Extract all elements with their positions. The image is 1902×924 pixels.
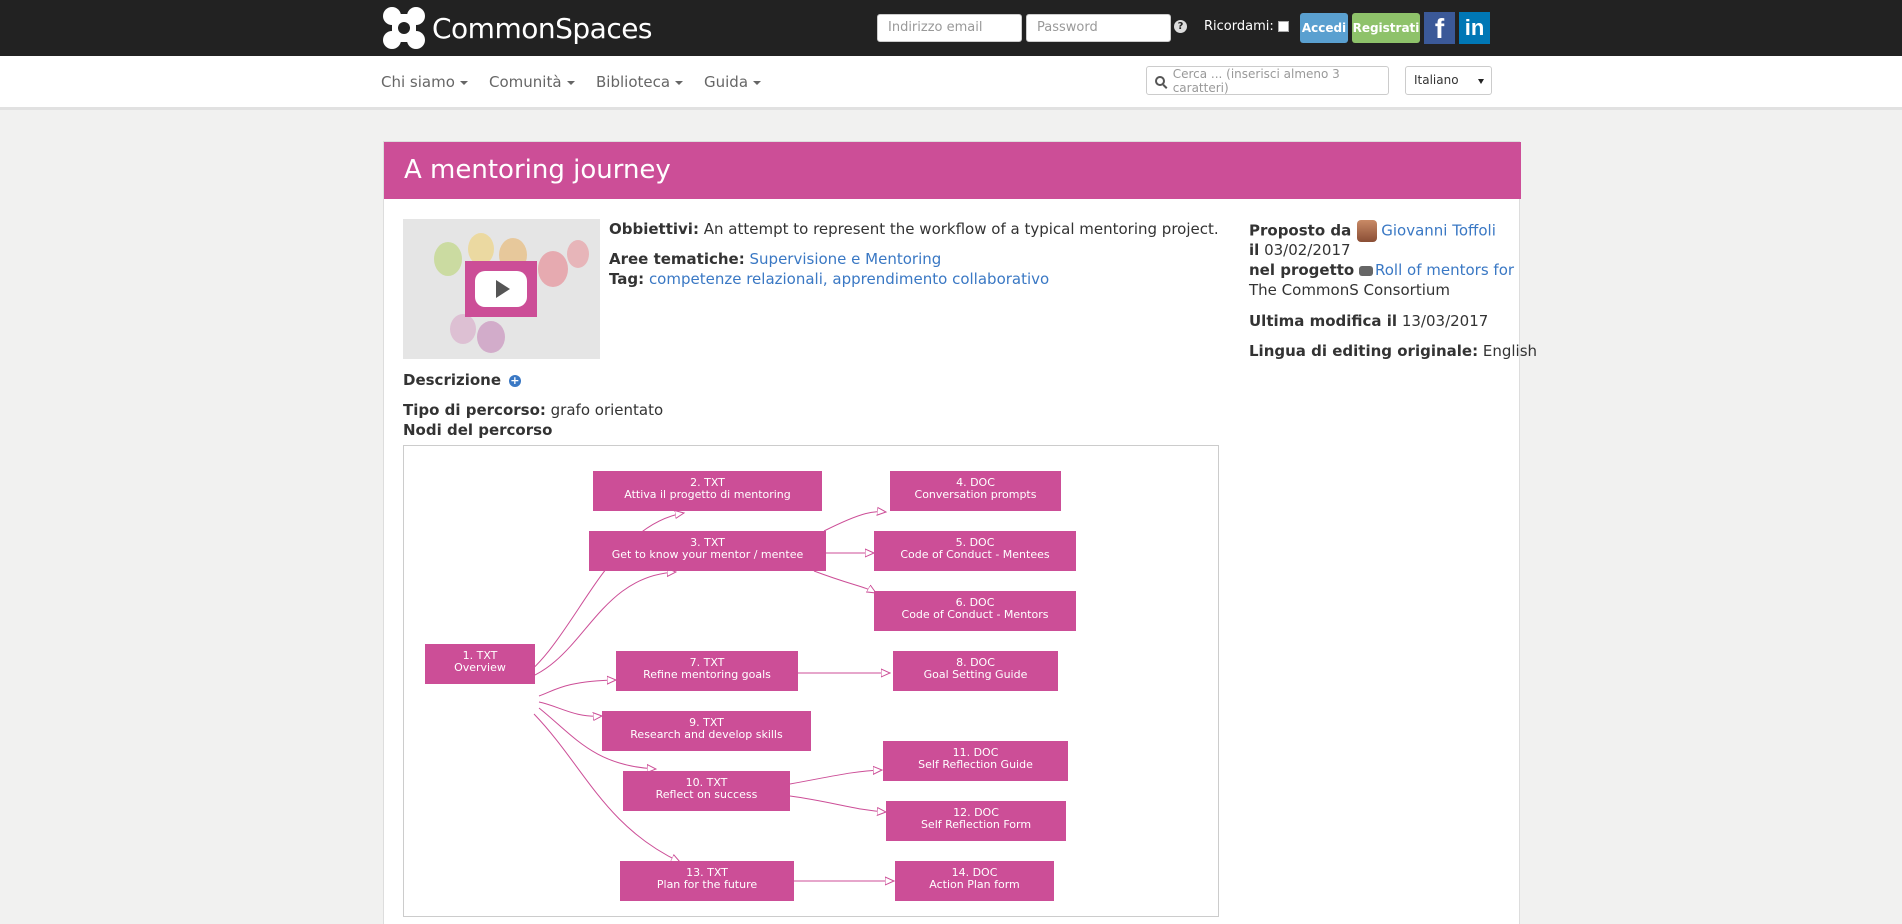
modified-value: 13/03/2017 bbox=[1401, 312, 1489, 330]
facebook-icon[interactable]: f bbox=[1424, 12, 1455, 44]
nav-item-guida[interactable]: Guida bbox=[704, 73, 762, 91]
nav-label: Guida bbox=[704, 73, 749, 91]
play-button[interactable] bbox=[465, 261, 537, 317]
brand-logo[interactable]: CommonSpaces bbox=[379, 3, 653, 53]
author-link[interactable]: Giovanni Toffoli bbox=[1381, 221, 1496, 240]
created-label: il bbox=[1249, 241, 1260, 259]
area-link[interactable]: Supervisione e Mentoring bbox=[749, 250, 942, 268]
dropdown-arrow-icon bbox=[1478, 79, 1484, 84]
objectives: Obbiettivi: An attempt to represent the … bbox=[609, 220, 1219, 238]
path-type: Tipo di percorso: grafo orientato bbox=[403, 401, 663, 419]
areas-label: Aree tematiche: bbox=[609, 250, 745, 268]
nav-item-comunita[interactable]: Comunità bbox=[489, 73, 575, 91]
hands-illustration bbox=[434, 233, 589, 353]
video-thumbnail[interactable] bbox=[403, 219, 600, 359]
caret-down-icon bbox=[459, 80, 468, 85]
nav-item-chi-siamo[interactable]: Chi siamo bbox=[381, 73, 468, 91]
original-language: Lingua di editing originale: English bbox=[1249, 342, 1537, 360]
password-field[interactable]: Password bbox=[1026, 14, 1171, 42]
language-value: Italiano bbox=[1414, 73, 1459, 87]
proposed-by: Proposto da Giovanni Toffoli bbox=[1249, 220, 1496, 242]
project: nel progetto Roll of mentors for bbox=[1249, 261, 1514, 279]
project-link-line2[interactable]: The CommonS Consortium bbox=[1249, 281, 1450, 299]
email-field[interactable]: Indirizzo email bbox=[877, 14, 1022, 42]
tags-link[interactable]: competenze relazionali, apprendimento co… bbox=[648, 270, 1050, 288]
caret-down-icon bbox=[566, 80, 575, 85]
top-bar: CommonSpaces Indirizzo email Password ? … bbox=[0, 0, 1902, 56]
plus-circle-icon[interactable]: + bbox=[508, 373, 521, 387]
page-title: A mentoring journey bbox=[384, 142, 1521, 199]
nodes-heading: Nodi del percorso bbox=[403, 421, 553, 439]
linkedin-icon[interactable]: in bbox=[1459, 12, 1490, 44]
objectives-label: Obbiettivi: bbox=[609, 220, 699, 238]
search-icon bbox=[1155, 75, 1165, 86]
thematic-areas: Aree tematiche: Supervisione e Mentoring bbox=[609, 250, 941, 268]
login-button[interactable]: Accedi bbox=[1300, 13, 1348, 43]
nav-item-biblioteca[interactable]: Biblioteca bbox=[596, 73, 684, 91]
tags: Tag: competenze relazionali, apprendimen… bbox=[609, 270, 1049, 288]
remember-label: Ricordami: bbox=[1204, 19, 1274, 34]
project-label: nel progetto bbox=[1249, 261, 1355, 279]
project-link[interactable]: Roll of mentors for bbox=[1375, 261, 1515, 279]
last-modified: Ultima modifica il 13/03/2017 bbox=[1249, 312, 1488, 330]
caret-down-icon bbox=[753, 80, 762, 85]
nav-label: Chi siamo bbox=[381, 73, 455, 91]
proposed-label: Proposto da bbox=[1249, 221, 1352, 240]
brand-name: CommonSpaces bbox=[432, 11, 653, 45]
nav-label: Comunità bbox=[489, 73, 562, 91]
search-input[interactable]: Cerca ... (inserisci almeno 3 caratteri) bbox=[1146, 66, 1389, 95]
play-icon bbox=[475, 271, 527, 307]
remember-me[interactable]: Ricordami: bbox=[1204, 19, 1289, 34]
avatar bbox=[1357, 220, 1378, 242]
logo-icon bbox=[379, 3, 429, 53]
description-label: Descrizione bbox=[403, 371, 502, 389]
path-type-value: grafo orientato bbox=[550, 401, 664, 419]
language-label: Lingua di editing originale: bbox=[1249, 342, 1479, 360]
language-value: English bbox=[1482, 342, 1538, 360]
caret-down-icon bbox=[675, 80, 684, 85]
created-value: 03/02/2017 bbox=[1264, 241, 1351, 259]
modified-label: Ultima modifica il bbox=[1249, 312, 1398, 330]
remember-checkbox[interactable] bbox=[1277, 21, 1289, 32]
language-select[interactable]: Italiano bbox=[1405, 66, 1492, 95]
group-icon bbox=[1359, 265, 1373, 276]
search-placeholder: Cerca ... (inserisci almeno 3 caratteri) bbox=[1172, 66, 1340, 95]
help-icon[interactable]: ? bbox=[1174, 20, 1187, 33]
tags-label: Tag: bbox=[609, 270, 645, 288]
description-toggle[interactable]: Descrizione + bbox=[403, 371, 521, 389]
created-date: il 03/02/2017 bbox=[1249, 241, 1351, 259]
nav-label: Biblioteca bbox=[596, 73, 671, 91]
graph-edges bbox=[515, 446, 1220, 918]
content-panel: A mentoring journey Obbiettivi: An attem… bbox=[383, 141, 1537, 924]
register-button[interactable]: Registrati bbox=[1352, 13, 1420, 43]
objectives-text: An attempt to represent the workflow of … bbox=[703, 220, 1219, 238]
nav-bar: Chi siamo Comunità Biblioteca Guida Cerc… bbox=[0, 56, 1902, 110]
path-type-label: Tipo di percorso: bbox=[403, 401, 546, 419]
